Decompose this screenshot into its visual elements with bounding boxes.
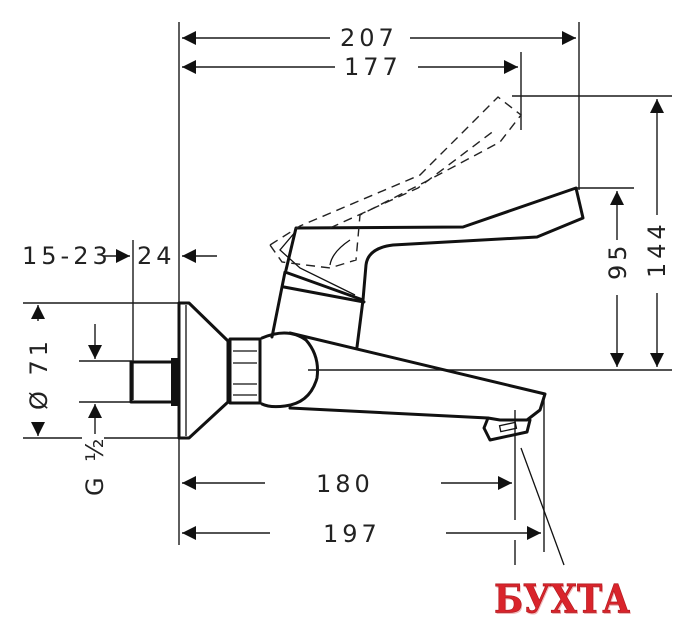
dimension-207: 207 [182,22,580,190]
lever-handle [284,186,585,302]
thread-connector [129,360,175,404]
connector-nut [171,358,178,406]
dimension-95: 95 [576,187,634,367]
dimension-diameter-71: Ø 71 [23,302,178,439]
dimension-label-197: 197 [323,520,381,548]
dimension-144: 144 [308,95,672,371]
dimension-177: 177 [182,52,522,130]
aerator-outlet [498,421,518,433]
water-stream-line [520,447,565,566]
dimension-label-144: 144 [643,220,671,278]
faucet-body [129,186,585,442]
lever-raised-position [269,96,522,269]
dimension-label-diameter-71: Ø 71 [25,337,53,410]
dimension-connection-offset: 15-23 24 [22,240,217,400]
dimension-label-15-23: 15-23 [22,242,112,270]
cartridge-column [270,270,365,349]
dimension-180: 180 [182,410,516,520]
dimension-label-24: 24 [137,242,176,270]
dimension-label-177: 177 [344,53,402,81]
aerator [482,416,532,442]
dimension-label-thread: G ½ [81,435,109,497]
dimension-label-95: 95 [604,241,632,280]
dimension-197: 197 [182,395,565,566]
dimension-thread-g-half: G ½ [79,324,132,496]
watermark-logo: БУХТА [494,577,631,624]
dimension-label-207: 207 [340,24,398,52]
spout [288,331,547,422]
union-nut [228,337,262,405]
dimension-label-180: 180 [316,470,374,498]
escutcheon [177,301,230,440]
